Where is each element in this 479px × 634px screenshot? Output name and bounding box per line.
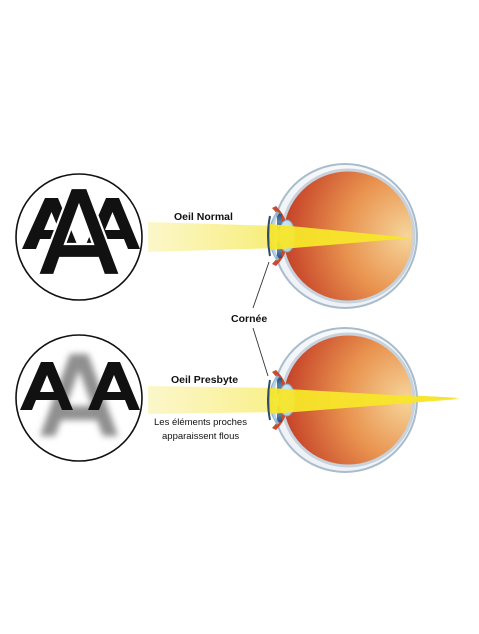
sharp-letter-left-bottom [20, 362, 73, 410]
label-near-blurry-line2: apparaissent flous [162, 431, 239, 442]
label-cornea: Cornée [231, 313, 267, 325]
presbyopic-eye-group [148, 327, 460, 473]
label-normal-eye: Oeil Normal [174, 211, 233, 223]
cornea-pointer-bottom [252, 327, 269, 377]
sharp-letter-right-bottom [88, 362, 140, 410]
normal-vision-circle [15, 173, 143, 301]
presbyopic-unfocused-rays [270, 388, 460, 414]
normal-focused-rays [270, 224, 412, 250]
presbyopic-vision-circle [15, 334, 143, 462]
cornea-pointer-top [252, 261, 270, 309]
blurred-letter-center [40, 354, 118, 436]
sharp-letter-center [36, 186, 122, 277]
normal-eye-group [148, 163, 418, 309]
label-presbyopic-eye: Oeil Presbyte [171, 374, 238, 386]
label-near-blurry-line1: Les éléments proches [154, 417, 247, 428]
